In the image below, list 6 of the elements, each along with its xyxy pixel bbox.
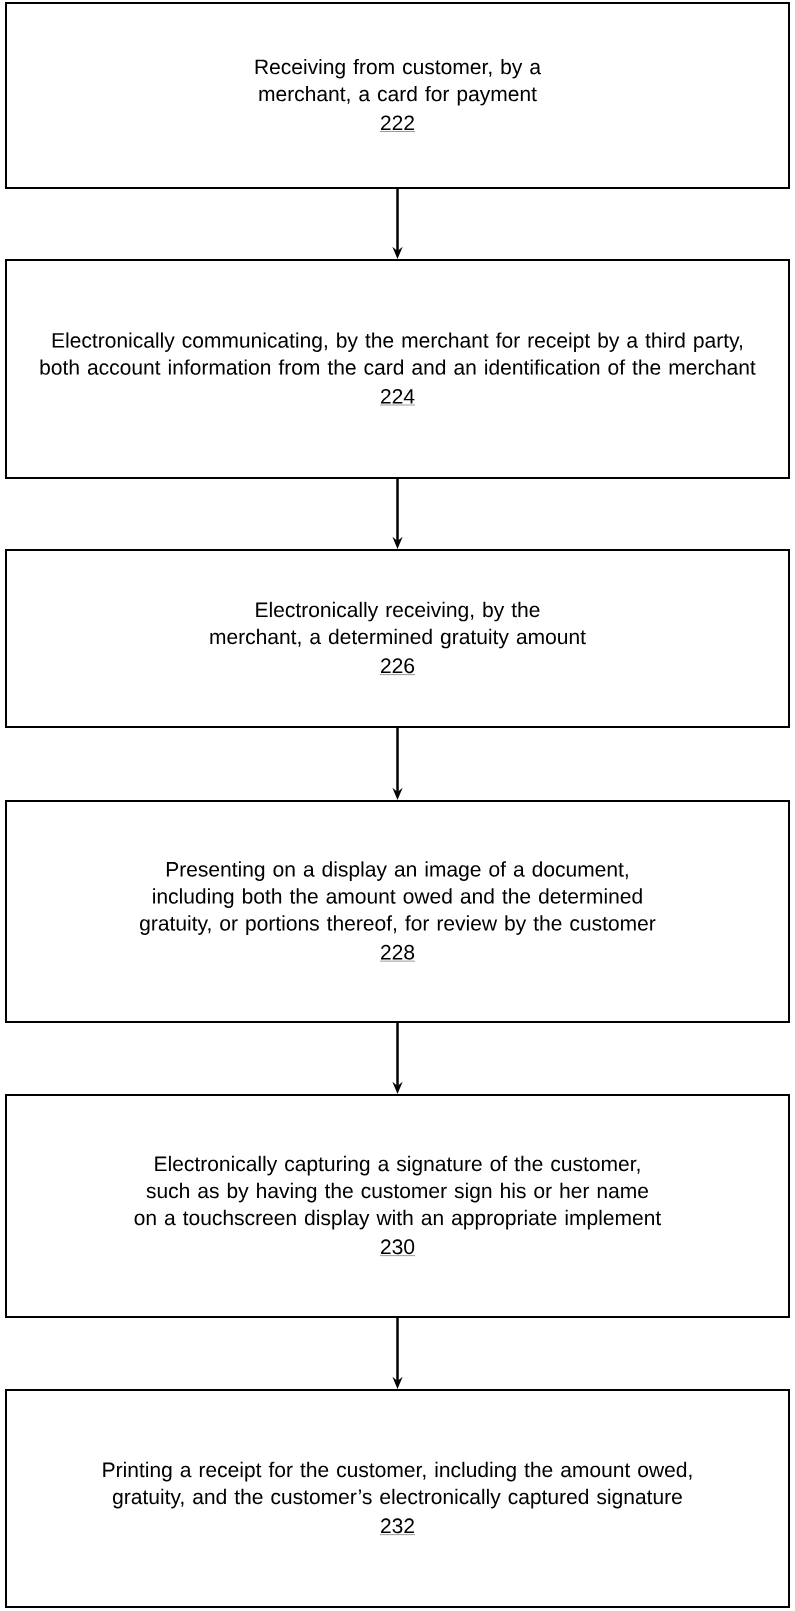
process-box: Electronically communicating, by the merchant for receipt by a third party, both account information from the card and an identification of the merchant 224 xyxy=(5,259,790,479)
process-box: Printing a receipt for the customer, including the amount owed, gratuity, and the customer’s electronically captured signature 232 xyxy=(5,1389,790,1608)
process-box: Electronically capturing a signature of the customer, such as by having the customer sign his or her name on a touchscreen display with an appropriate implement 230 xyxy=(5,1094,790,1318)
process-box: Receiving from customer, by a merchant, a card for payment 222 xyxy=(5,2,790,189)
process-box: Presenting on a display an image of a document, including both the amount owed and the determined gratuity, or portions thereof, for review by the customer 228 xyxy=(5,800,790,1023)
process-box: Electronically receiving, by the merchant, a determined gratuity amount 226 xyxy=(5,549,790,728)
